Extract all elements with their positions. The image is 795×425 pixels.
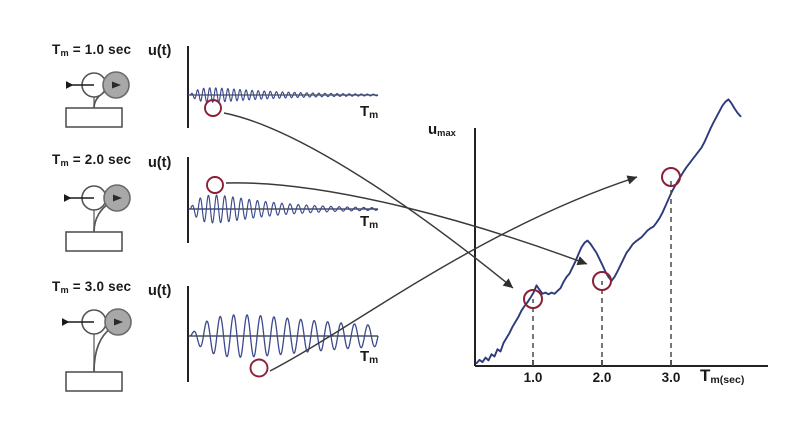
panel-title-3: Tm = 3.0 sec xyxy=(52,279,132,296)
spectrum-axes xyxy=(474,128,768,367)
base-block-2 xyxy=(65,231,123,252)
x-tick-label-3: 3.0 xyxy=(661,370,681,385)
mass-direction-arrow-1 xyxy=(112,81,121,89)
peak-marker-1 xyxy=(204,99,222,117)
time-history-panel-1 xyxy=(187,46,379,128)
x-tick-label-2: 2.0 xyxy=(592,370,612,385)
panel-title-1: Tm = 1.0 sec xyxy=(52,42,132,59)
spectrum-marker-3 xyxy=(661,167,681,187)
base-block-1 xyxy=(65,107,123,128)
mapping-arrows xyxy=(223,112,638,372)
mapping-arrow-panel1-to-spectrum xyxy=(223,112,514,289)
mass-direction-arrow-3 xyxy=(114,318,123,326)
time-axis-label-1: Tm xyxy=(360,103,379,122)
signal-label-2: u(t) xyxy=(148,155,172,171)
mapping-arrow-panel2-to-spectrum xyxy=(225,182,588,266)
time-history-panel-3 xyxy=(187,286,379,382)
panel-title-2: Tm = 2.0 sec xyxy=(52,152,132,169)
time-axis-label-3: Tm xyxy=(360,348,379,367)
spectrum-curve xyxy=(475,98,742,365)
time-axis-label-2: Tm xyxy=(360,213,379,232)
x-tick-label-1: 1.0 xyxy=(523,370,543,385)
waveform-trace-1 xyxy=(189,87,379,103)
signal-label-1: u(t) xyxy=(148,43,172,59)
spectrum-guides xyxy=(523,167,681,366)
spectrum-y-axis-label: umax xyxy=(428,121,456,138)
spectrum-marker-2 xyxy=(592,271,612,291)
spectrum-x-axis-label: Tm(sec) xyxy=(700,366,745,387)
peak-marker-3 xyxy=(249,358,269,378)
oscillator-diagram-2 xyxy=(64,184,131,252)
mapping-arrow-panel3-to-spectrum xyxy=(269,175,638,372)
mass-direction-arrow-2 xyxy=(113,194,122,202)
oscillator-diagram-1 xyxy=(65,71,130,128)
waveform-trace-3 xyxy=(189,314,379,358)
peak-marker-2 xyxy=(206,176,224,194)
oscillator-diagram-3 xyxy=(62,308,132,392)
signal-label-3: u(t) xyxy=(148,283,172,299)
waveform-trace-2 xyxy=(189,194,379,224)
time-history-panel-2 xyxy=(187,157,379,243)
base-block-3 xyxy=(65,371,123,392)
spectrum-marker-1 xyxy=(523,289,543,309)
